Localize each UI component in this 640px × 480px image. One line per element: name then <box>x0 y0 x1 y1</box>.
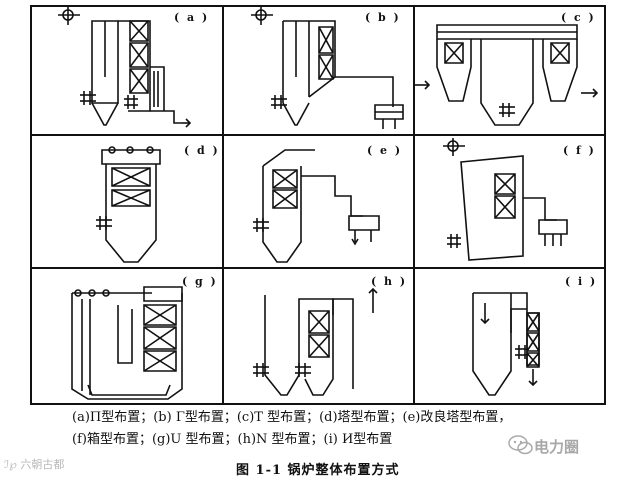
caption-line-1: (a)Π型布置；(b) Γ型布置；(c)T 型布置；(d)塔型布置；(e)改良塔… <box>72 410 512 425</box>
panel-b: ( b ) <box>223 7 413 134</box>
figure-title: 图 1-1 锅炉整体布置方式 <box>236 463 400 478</box>
panel-label: ( f ) <box>563 144 596 157</box>
panel-e: ( e ) <box>223 136 413 267</box>
panel-c: ( c ) <box>415 7 605 134</box>
panel-d: ( d ) <box>32 136 222 267</box>
u-layout-drawing <box>32 269 222 405</box>
grid-divider <box>222 7 224 403</box>
t-layout-drawing <box>415 7 605 134</box>
panel-f: ( f ) <box>415 136 605 267</box>
panel-label: ( b ) <box>365 11 401 24</box>
improved-tower-drawing <box>223 136 413 267</box>
figure-grid: ( a ) ( b ) <box>30 5 606 405</box>
panel-a: ( a ) <box>32 7 222 134</box>
grid-divider <box>413 7 415 403</box>
inverted-n-layout-drawing <box>415 269 605 405</box>
panel-g: ( g ) <box>32 269 222 405</box>
panel-label: ( g ) <box>182 275 218 288</box>
box-layout-drawing <box>415 136 605 267</box>
grid-divider <box>32 267 604 269</box>
grid-divider <box>32 134 604 136</box>
n-layout-drawing <box>223 269 413 405</box>
wechat-logo-icon <box>508 434 534 456</box>
panel-label: ( i ) <box>565 275 598 288</box>
gamma-layout-drawing <box>223 7 413 134</box>
tower-layout-drawing <box>32 136 222 267</box>
pi-layout-drawing <box>32 7 222 134</box>
panel-label: ( c ) <box>561 11 596 24</box>
panel-label: ( h ) <box>371 275 408 288</box>
panel-i: ( i ) <box>415 269 605 405</box>
caption-line-2: (f)箱型布置；(g)U 型布置；(h)N 型布置；(i) И型布置 <box>72 432 393 447</box>
panel-label: ( a ) <box>174 11 210 24</box>
panel-label: ( d ) <box>184 144 220 157</box>
panel-h: ( h ) <box>223 269 413 405</box>
watermark-right: 电力圈 <box>534 438 580 456</box>
panel-label: ( e ) <box>367 144 403 157</box>
figure-caption: (a)Π型布置；(b) Γ型布置；(c)T 型布置；(d)塔型布置；(e)改良塔… <box>72 407 592 451</box>
watermark-left: ℐ℘ 六朝古都 <box>4 458 65 471</box>
